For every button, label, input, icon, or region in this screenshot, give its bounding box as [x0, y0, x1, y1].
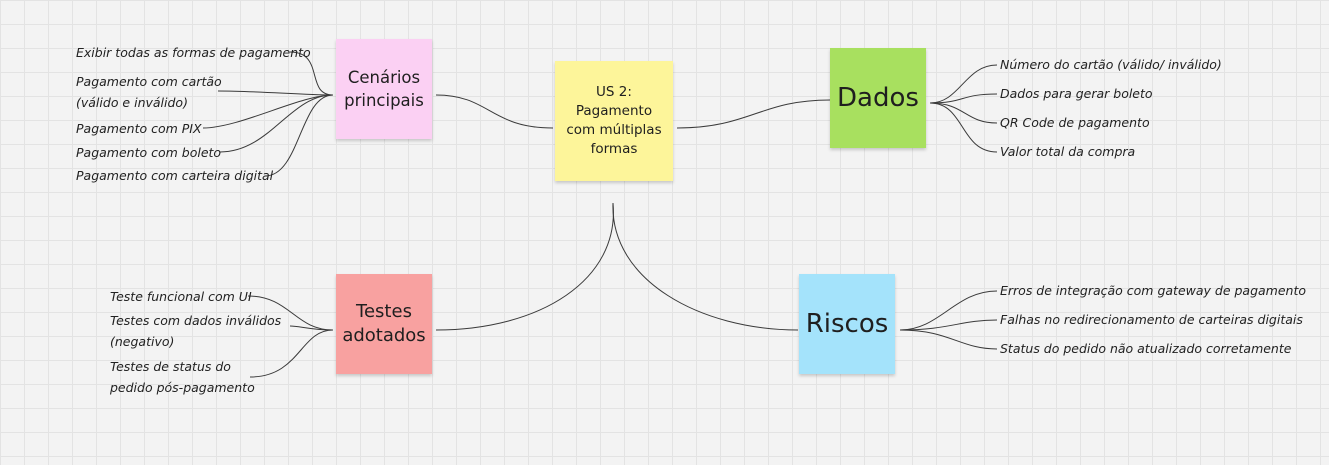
cenarios-sticky-note[interactable]: Cenários principais: [336, 39, 432, 139]
dados-item[interactable]: Dados para gerar boleto: [1000, 86, 1153, 101]
cenarios-item[interactable]: Pagamento com cartão (válido e inválido): [76, 74, 222, 110]
riscos-sticky-note[interactable]: Riscos: [799, 274, 895, 374]
riscos-note-label: Riscos: [805, 309, 889, 339]
dados-item[interactable]: Número do cartão (válido/ inválido): [1000, 57, 1222, 72]
connector-testes-1: [247, 295, 334, 331]
testes-note-label: Testes adotados: [342, 301, 426, 346]
connector-riscos-1: [899, 290, 998, 331]
riscos-item[interactable]: Erros de integração com gateway de pagam…: [1000, 283, 1307, 298]
connector-center-dados: [676, 99, 831, 129]
connector-dados-4: [929, 102, 998, 153]
cenarios-item[interactable]: Pagamento com carteira digital: [76, 168, 274, 183]
dados-sticky-note[interactable]: Dados: [830, 48, 926, 148]
cenarios-note-label: Cenários principais: [344, 68, 424, 110]
connector-cenarios-2: [217, 90, 334, 96]
dados-item[interactable]: Valor total da compra: [1000, 144, 1136, 159]
connector-cenarios-3: [202, 94, 334, 129]
connector-riscos-2: [899, 319, 998, 331]
cenarios-item[interactable]: Pagamento com PIX: [76, 121, 202, 136]
connector-riscos-3: [899, 329, 998, 350]
connector-center-riscos: [612, 202, 799, 331]
connector-cenarios-5: [264, 94, 334, 177]
cenarios-item[interactable]: Exibir todas as formas de pagamento: [76, 45, 311, 60]
connector-cenarios-1: [289, 51, 334, 96]
connector-dados-2: [929, 93, 998, 104]
connector-testes-2: [289, 325, 334, 331]
connector-center-testes: [435, 202, 614, 331]
connector-testes-3: [249, 329, 334, 378]
testes-item[interactable]: Testes de status do pedido pós-pagamento: [110, 359, 255, 395]
connector-center-cenarios: [435, 94, 554, 129]
cenarios-item[interactable]: Pagamento com boleto: [76, 145, 222, 160]
connector-cenarios-4: [219, 94, 334, 153]
connector-dados-3: [929, 102, 998, 124]
riscos-item[interactable]: Falhas no redirecionamento de carteiras …: [1000, 312, 1303, 327]
testes-item[interactable]: Testes com dados inválidos (negativo): [110, 313, 282, 349]
connector-dados-1: [929, 64, 998, 104]
dados-item[interactable]: QR Code de pagamento: [1000, 115, 1150, 130]
riscos-item[interactable]: Status do pedido não atualizado corretam…: [1000, 341, 1292, 356]
testes-sticky-note[interactable]: Testes adotados: [336, 274, 432, 374]
dados-note-label: Dados: [837, 83, 919, 113]
center-note-label: US 2: Pagamento com múltiplas formas: [566, 84, 662, 157]
testes-item[interactable]: Teste funcional com UI: [110, 289, 252, 304]
center-sticky-note[interactable]: US 2: Pagamento com múltiplas formas: [555, 61, 673, 181]
